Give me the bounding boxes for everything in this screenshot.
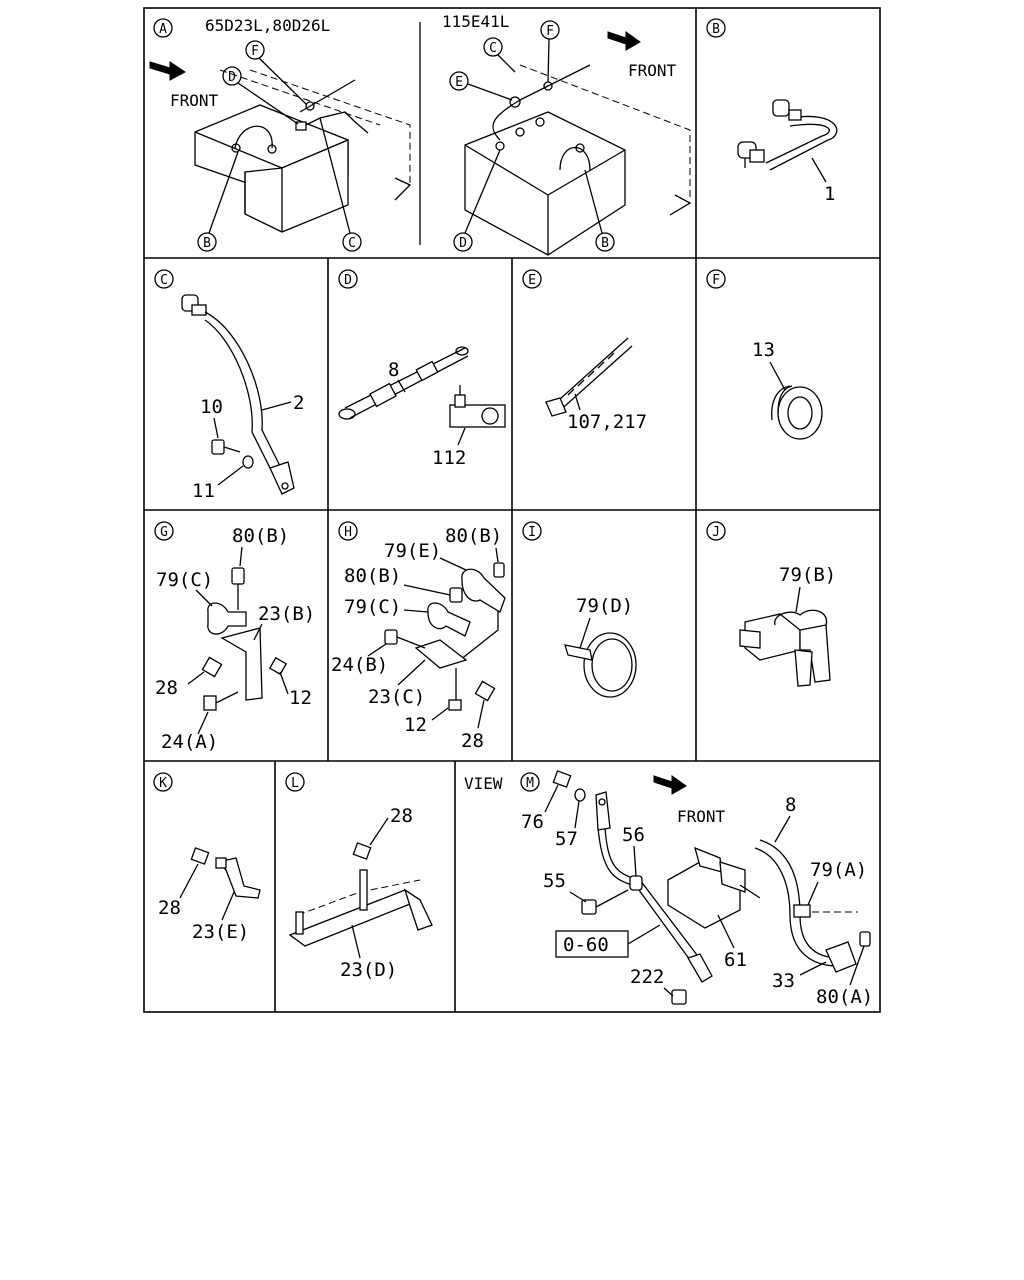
terminal-112 <box>449 385 506 428</box>
battery-pair-left <box>194 69 412 233</box>
part-28-label-h: 28 <box>461 730 484 752</box>
part-61-label: 61 <box>724 949 747 971</box>
panel-f-letter: F <box>712 273 720 288</box>
part-23c-label: 23(C) <box>368 686 425 708</box>
part-2-label: 2 <box>293 392 304 414</box>
part-8-label: 8 <box>388 359 399 381</box>
part-1-label: 1 <box>824 183 835 205</box>
part-28-label-l: 28 <box>390 805 413 827</box>
panel-m-front: FRONT <box>677 807 726 826</box>
panel-a-callouts: F D B C C F E D B <box>197 20 615 252</box>
panel-j-letter: J <box>712 525 720 540</box>
part-79a-label: 79(A) <box>810 859 867 881</box>
panel-c: C 2 10 11 <box>154 269 304 502</box>
part-80b-label-g: 80(B) <box>232 525 289 547</box>
bracket-23d <box>288 842 433 947</box>
panel-b-letter: B <box>712 22 720 37</box>
panel-a-title-left: 65D23L,80D26L <box>205 16 330 35</box>
panel-l-letter: L <box>291 776 299 791</box>
part-80a-label: 80(A) <box>816 986 873 1008</box>
panel-h-letter: H <box>344 525 352 540</box>
panel-m-view-label: VIEW <box>464 774 503 793</box>
callout-b: B <box>203 236 211 251</box>
boxed-ref-0-60: 0-60 <box>563 934 609 956</box>
callout-c-right: C <box>489 41 497 56</box>
part-79c-label-h: 79(C) <box>344 596 401 618</box>
part-33-label: 33 <box>772 970 795 992</box>
panel-h: H 80(B) 79(E) 80(B) 79(C) 24(B) 23(C) 12… <box>331 521 506 752</box>
panel-grid <box>143 7 881 1013</box>
panel-a-front-left: FRONT <box>170 91 219 110</box>
part-28-label-k: 28 <box>158 897 181 919</box>
grommet-13 <box>771 385 823 440</box>
panel-m: VIEW M FRONT <box>464 770 873 1008</box>
battery-cable-1 <box>737 99 838 171</box>
part-10-label: 10 <box>200 396 223 418</box>
callout-c: C <box>348 236 356 251</box>
part-80b-label-h2: 80(B) <box>344 565 401 587</box>
panel-a-front-right: FRONT <box>628 61 677 80</box>
panel-d: D 8 112 <box>338 269 506 469</box>
callout-f-right: F <box>546 24 554 39</box>
clip-79b <box>739 609 831 687</box>
panel-e-letter: E <box>528 273 536 288</box>
panel-j: J 79(B) <box>706 521 836 687</box>
panel-k-letter: K <box>159 776 167 791</box>
bracket-23e <box>190 847 261 899</box>
panel-i: I 79(D) <box>522 521 637 698</box>
panel-c-letter: C <box>160 273 168 288</box>
panel-b: B 1 <box>706 18 838 205</box>
panel-a-letter: A <box>159 22 167 37</box>
panel-i-letter: I <box>528 525 536 540</box>
cable-assembly-m <box>552 770 871 1005</box>
panel-a: A 65D23L,80D26L 115E41L FRONT <box>149 12 692 256</box>
part-56-label: 56 <box>622 824 645 846</box>
bracket-23b <box>201 567 288 711</box>
part-23b-label: 23(B) <box>258 603 315 625</box>
part-79b-label: 79(B) <box>779 564 836 586</box>
cable-8 <box>338 346 469 420</box>
part-112-label: 112 <box>432 447 466 469</box>
part-55-label: 55 <box>543 870 566 892</box>
band-clamp-79d <box>564 632 637 698</box>
part-13-label: 13 <box>752 339 775 361</box>
part-79e-label: 79(E) <box>384 540 441 562</box>
callout-b-right: B <box>601 236 609 251</box>
cable-tie-107 <box>545 337 633 417</box>
part-12-label-h: 12 <box>404 714 427 736</box>
callout-f: F <box>251 44 259 59</box>
part-12-label-g: 12 <box>289 687 312 709</box>
battery-right <box>464 64 692 256</box>
panel-m-letter: M <box>526 776 534 791</box>
part-79c-label-g: 79(C) <box>156 569 213 591</box>
part-107-217-label: 107,217 <box>567 411 647 433</box>
part-24b-label: 24(B) <box>331 654 388 676</box>
part-24a-label: 24(A) <box>161 731 218 753</box>
panel-a-title-right: 115E41L <box>442 12 509 31</box>
callout-d: D <box>228 70 236 85</box>
part-28-label-g: 28 <box>155 677 178 699</box>
panel-k: K 28 23(E) <box>153 772 261 943</box>
part-57-label: 57 <box>555 828 578 850</box>
panel-l: L 28 23(D) <box>285 772 433 981</box>
part-8-label-m: 8 <box>785 794 796 816</box>
part-11-label: 11 <box>192 480 215 502</box>
bracket-23c <box>384 562 506 711</box>
battery-cable-2 <box>181 294 295 495</box>
part-80b-label-h1: 80(B) <box>445 525 502 547</box>
panel-f: F 13 <box>706 269 823 440</box>
callout-e: E <box>455 75 463 90</box>
panel-g-letter: G <box>160 525 168 540</box>
callout-d-right: D <box>459 236 467 251</box>
part-23e-label: 23(E) <box>192 921 249 943</box>
part-76-label: 76 <box>521 811 544 833</box>
part-23d-label: 23(D) <box>340 959 397 981</box>
part-222-label: 222 <box>630 966 664 988</box>
panel-e: E 107,217 <box>522 269 647 433</box>
panel-d-letter: D <box>344 273 352 288</box>
part-79d-label: 79(D) <box>576 595 633 617</box>
panel-g: G 80(B) 79(C) 23(B) 28 12 24(A) <box>154 521 315 753</box>
